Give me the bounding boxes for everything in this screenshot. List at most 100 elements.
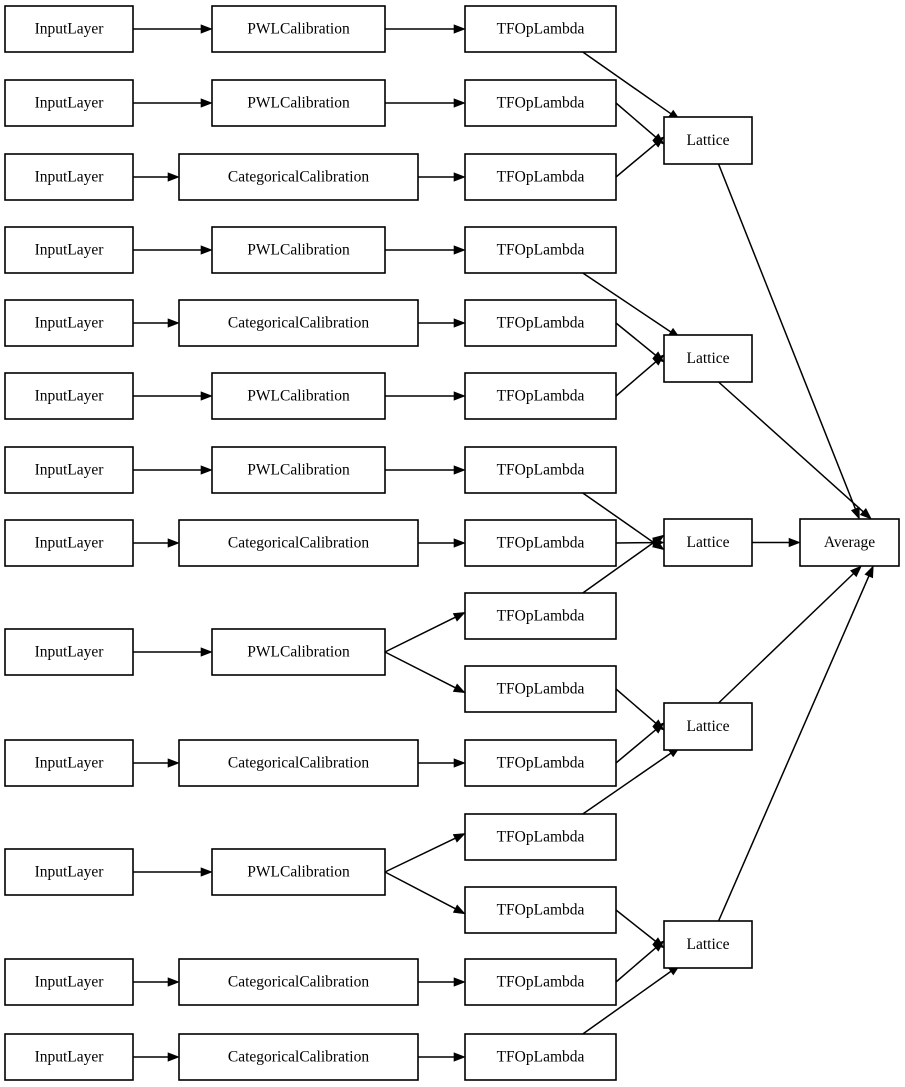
node-input-in6[interactable]: InputLayer bbox=[4, 372, 134, 420]
node-lattice-lat3[interactable]: Lattice bbox=[663, 518, 753, 567]
node-box-op7[interactable] bbox=[464, 446, 617, 494]
node-box-in9[interactable] bbox=[4, 628, 134, 676]
node-pwl-cal11[interactable]: PWLCalibration bbox=[211, 848, 386, 896]
node-pwl-cal4[interactable]: PWLCalibration bbox=[211, 226, 386, 274]
node-box-cal9[interactable] bbox=[211, 628, 386, 676]
node-box-op5[interactable] bbox=[464, 299, 617, 347]
node-box-cal5[interactable] bbox=[178, 299, 419, 347]
edge-in4-to-cal4 bbox=[133, 245, 213, 255]
node-input-in9[interactable]: InputLayer bbox=[4, 628, 134, 676]
node-input-in8[interactable]: InputLayer bbox=[4, 519, 134, 567]
node-box-in8[interactable] bbox=[4, 519, 134, 567]
node-box-lat2[interactable] bbox=[663, 334, 753, 383]
node-input-in1[interactable]: InputLayer bbox=[4, 5, 134, 53]
node-box-op12[interactable] bbox=[464, 813, 617, 861]
node-cat-cal12[interactable]: CategoricalCalibration bbox=[178, 958, 419, 1006]
node-input-in7[interactable]: InputLayer bbox=[4, 446, 134, 494]
node-box-op11[interactable] bbox=[464, 739, 617, 787]
node-box-lat1[interactable] bbox=[663, 116, 753, 165]
node-pwl-cal7[interactable]: PWLCalibration bbox=[211, 446, 386, 494]
node-box-in5[interactable] bbox=[4, 299, 134, 347]
node-input-in4[interactable]: InputLayer bbox=[4, 226, 134, 274]
node-box-op10[interactable] bbox=[464, 665, 617, 713]
edge-in10-to-cal10 bbox=[133, 758, 180, 768]
node-tfop-op3[interactable]: TFOpLambda bbox=[464, 153, 617, 201]
node-tfop-op8[interactable]: TFOpLambda bbox=[464, 519, 617, 567]
node-box-op14[interactable] bbox=[464, 958, 617, 1006]
node-pwl-cal1[interactable]: PWLCalibration bbox=[211, 5, 386, 53]
node-tfop-op2[interactable]: TFOpLambda bbox=[464, 79, 617, 127]
node-box-cal2[interactable] bbox=[211, 79, 386, 127]
node-tfop-op13[interactable]: TFOpLambda bbox=[464, 886, 617, 934]
node-box-avg[interactable] bbox=[799, 518, 900, 567]
node-box-op15[interactable] bbox=[464, 1033, 617, 1081]
node-box-cal13[interactable] bbox=[178, 1033, 419, 1081]
node-cat-cal3[interactable]: CategoricalCalibration bbox=[178, 153, 419, 201]
node-box-cal7[interactable] bbox=[211, 446, 386, 494]
node-box-op1[interactable] bbox=[464, 5, 617, 53]
edge-cal12-to-op14 bbox=[418, 977, 466, 987]
node-tfop-op12[interactable]: TFOpLambda bbox=[464, 813, 617, 861]
node-box-in4[interactable] bbox=[4, 226, 134, 274]
node-cat-cal8[interactable]: CategoricalCalibration bbox=[178, 519, 419, 567]
node-box-op2[interactable] bbox=[464, 79, 617, 127]
node-tfop-op10[interactable]: TFOpLambda bbox=[464, 665, 617, 713]
node-box-in11[interactable] bbox=[4, 848, 134, 896]
node-input-in11[interactable]: InputLayer bbox=[4, 848, 134, 896]
node-box-in12[interactable] bbox=[4, 958, 134, 1006]
node-lattice-lat2[interactable]: Lattice bbox=[663, 334, 753, 383]
edge-op13-to-lat5 bbox=[615, 909, 665, 949]
node-box-cal10[interactable] bbox=[178, 739, 419, 787]
node-box-op4[interactable] bbox=[464, 226, 617, 274]
node-cat-cal13[interactable]: CategoricalCalibration bbox=[178, 1033, 419, 1081]
node-box-op9[interactable] bbox=[464, 592, 617, 640]
node-input-in13[interactable]: InputLayer bbox=[4, 1033, 134, 1081]
node-box-cal4[interactable] bbox=[211, 226, 386, 274]
node-pwl-cal9[interactable]: PWLCalibration bbox=[211, 628, 386, 676]
node-pwl-cal2[interactable]: PWLCalibration bbox=[211, 79, 386, 127]
node-box-lat5[interactable] bbox=[663, 920, 753, 969]
node-box-op3[interactable] bbox=[464, 153, 617, 201]
node-box-op6[interactable] bbox=[464, 372, 617, 420]
node-cat-cal5[interactable]: CategoricalCalibration bbox=[178, 299, 419, 347]
node-lattice-lat1[interactable]: Lattice bbox=[663, 116, 753, 165]
node-average-avg[interactable]: Average bbox=[799, 518, 900, 567]
node-tfop-op11[interactable]: TFOpLambda bbox=[464, 739, 617, 787]
node-lattice-lat5[interactable]: Lattice bbox=[663, 920, 753, 969]
node-box-cal3[interactable] bbox=[178, 153, 419, 201]
node-box-cal12[interactable] bbox=[178, 958, 419, 1006]
node-box-in13[interactable] bbox=[4, 1033, 134, 1081]
node-box-in2[interactable] bbox=[4, 79, 134, 127]
node-box-in10[interactable] bbox=[4, 739, 134, 787]
node-lattice-lat4[interactable]: Lattice bbox=[663, 702, 753, 751]
node-input-in3[interactable]: InputLayer bbox=[4, 153, 134, 201]
node-tfop-op9[interactable]: TFOpLambda bbox=[464, 592, 617, 640]
node-tfop-op14[interactable]: TFOpLambda bbox=[464, 958, 617, 1006]
node-box-op13[interactable] bbox=[464, 886, 617, 934]
node-cat-cal10[interactable]: CategoricalCalibration bbox=[178, 739, 419, 787]
node-box-op8[interactable] bbox=[464, 519, 617, 567]
node-box-in1[interactable] bbox=[4, 5, 134, 53]
node-tfop-op1[interactable]: TFOpLambda bbox=[464, 5, 617, 53]
node-box-lat4[interactable] bbox=[663, 702, 753, 751]
edge-lat5-to-avg bbox=[717, 565, 874, 922]
node-box-cal1[interactable] bbox=[211, 5, 386, 53]
node-input-in12[interactable]: InputLayer bbox=[4, 958, 134, 1006]
node-input-in10[interactable]: InputLayer bbox=[4, 739, 134, 787]
edge-cal9-to-op10 bbox=[384, 651, 466, 694]
node-box-lat3[interactable] bbox=[663, 518, 753, 567]
node-tfop-op5[interactable]: TFOpLambda bbox=[464, 299, 617, 347]
node-pwl-cal6[interactable]: PWLCalibration bbox=[211, 372, 386, 420]
node-tfop-op4[interactable]: TFOpLambda bbox=[464, 226, 617, 274]
node-box-in3[interactable] bbox=[4, 153, 134, 201]
node-box-cal6[interactable] bbox=[211, 372, 386, 420]
node-tfop-op7[interactable]: TFOpLambda bbox=[464, 446, 617, 494]
node-box-in6[interactable] bbox=[4, 372, 134, 420]
node-tfop-op6[interactable]: TFOpLambda bbox=[464, 372, 617, 420]
node-box-in7[interactable] bbox=[4, 446, 134, 494]
node-tfop-op15[interactable]: TFOpLambda bbox=[464, 1033, 617, 1081]
node-input-in5[interactable]: InputLayer bbox=[4, 299, 134, 347]
node-box-cal11[interactable] bbox=[211, 848, 386, 896]
node-input-in2[interactable]: InputLayer bbox=[4, 79, 134, 127]
node-box-cal8[interactable] bbox=[178, 519, 419, 567]
